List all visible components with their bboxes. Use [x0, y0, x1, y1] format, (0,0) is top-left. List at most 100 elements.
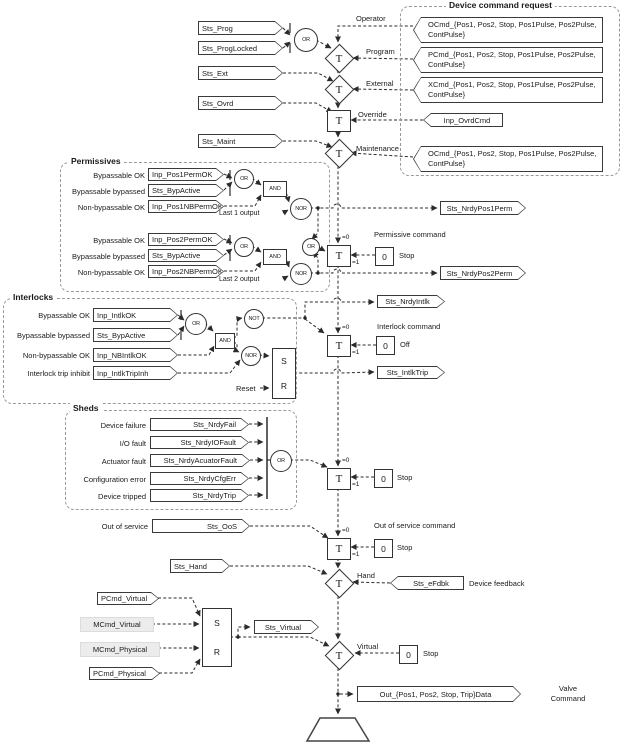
permissive-command-title: Permissive command [374, 230, 446, 239]
label: Sts_NrdyTrip [151, 490, 248, 501]
interlocks-group [3, 298, 297, 404]
intlk-bypassed-label: Bypassable bypassed [17, 331, 90, 340]
label: Inp_Pos1NBPermOK [149, 201, 223, 212]
label: Sts_NrdyIOFault [151, 437, 248, 448]
label: Inp_Pos2PermOK [149, 234, 223, 245]
label: Inp_NBIntlkOK [94, 349, 177, 361]
sts-virtual-output: Sts_Virtual [254, 620, 319, 634]
sts-nrdycfgerr-input: Sts_NrdyCfgErr [150, 472, 249, 485]
program-label: Program [366, 47, 395, 56]
label: Inp_Pos1PermOK [149, 169, 223, 180]
device-feedback-label: Device feedback [469, 579, 525, 588]
s-label: S [281, 356, 287, 367]
permissive-stop-label: Stop [399, 251, 415, 260]
inp-nbintlkok-input: Inp_NBIntlkOK [93, 348, 178, 362]
label: PCmd_Physical [90, 668, 159, 679]
hand-label: Hand [357, 571, 375, 580]
ocmd-operator-input: OCmd_{Pos1, Pos2, Stop, Pos1Pulse, Pos2P… [413, 17, 603, 43]
inp-pos2nbpermok-input: Inp_Pos2NBPermOK [148, 265, 224, 278]
actuator-fault-label: Actuator fault [101, 457, 146, 466]
or-gate-perm1: OR [234, 169, 254, 189]
device-command-request-title: Device command request [446, 0, 555, 10]
bypassed-label-2: Bypassable bypassed [72, 252, 145, 261]
inp-pos2permok-input: Inp_Pos2PermOK [148, 233, 224, 246]
oos-eq0-label: =0 [342, 527, 350, 534]
label: Sts_NrdyIntlk [378, 296, 444, 307]
sts-efdbk-input: Sts_eFdbk [390, 576, 464, 590]
s-label: S [214, 618, 220, 629]
join-bars [180, 23, 291, 499]
sts-nrdypos1perm-output: Sts_NrdyPos1Perm [440, 201, 526, 215]
reset-label: Reset [236, 384, 256, 393]
sts-bypactive-input-2: Sts_BypActive [148, 249, 224, 262]
label: Sts_NrdyFail [151, 419, 248, 430]
permissive-t-box: T [327, 245, 351, 267]
sts-nrdypos2perm-output: Sts_NrdyPos2Perm [440, 266, 526, 280]
nonbypassable-ok-label-2: Non-bypassable OK [77, 268, 145, 277]
label: Inp_OvrdCmd [424, 114, 502, 126]
interlock-off-label: Off [400, 340, 410, 349]
label: T [336, 577, 343, 590]
xcmd-external-input: XCmd_{Pos1, Pos2, Stop, Pos1Pulse, Pos2P… [413, 77, 603, 103]
oos-stop-label: Stop [397, 543, 413, 552]
junction-dots [236, 206, 340, 696]
label: Sts_NrdyPos1Perm [441, 202, 525, 214]
external-label: External [366, 79, 394, 88]
label: Inp_IntlkTripInh [94, 367, 177, 379]
interlock-command-title: Interlock command [377, 322, 441, 331]
label: Inp_Pos2NBPermOK [149, 266, 223, 277]
sts-bypactive-input-1: Sts_BypActive [148, 184, 224, 197]
label: Sts_BypActive [94, 329, 177, 341]
out-of-service-label: Out of service [101, 522, 148, 531]
perm-eq1-label: =1 [352, 259, 360, 266]
nor-gate-perm1: NOR [290, 198, 312, 220]
label: PCmd_Virtual [98, 593, 158, 604]
label: OCmd_{Pos1, Pos2, Stop, Pos1Pulse, Pos2P… [414, 147, 602, 171]
or-gate-perm-combine: OR [302, 238, 320, 256]
sts-nrdytrip-input: Sts_NrdyTrip [150, 489, 249, 502]
device-failure-label: Device failure [100, 421, 146, 430]
and-gate-intlk: AND [215, 333, 235, 349]
sheds-eq0-label: =0 [342, 457, 350, 464]
virtual-zero-box: 0 [399, 645, 418, 664]
label: PCmd_{Pos1, Pos2, Stop, Pos1Pulse, Pos2P… [414, 48, 602, 72]
and-gate-perm2: AND [263, 249, 287, 265]
label: Sts_NrdyCfgErr [151, 473, 248, 484]
interlocks-title: Interlocks [10, 292, 57, 302]
sts-proglocked-input: Sts_ProgLocked [198, 41, 283, 55]
sts-nrdyintlk-output: Sts_NrdyIntlk [377, 295, 445, 308]
sts-nrdyacuatorfault-input: Sts_NrdyAcuatorFault [150, 454, 250, 467]
inp-pos1nbpermok-input: Inp_Pos1NBPermOK [148, 200, 224, 213]
oos-zero-box: 0 [374, 539, 393, 558]
sts-prog-input: Sts_Prog [198, 21, 283, 35]
pcmd-program-input: PCmd_{Pos1, Pos2, Stop, Pos1Pulse, Pos2P… [413, 47, 603, 73]
valve-symbol [305, 717, 371, 742]
or-gate-prog: OR [294, 28, 318, 52]
override-selector-box: T [327, 110, 351, 132]
interlock-zero-box: 0 [376, 336, 395, 355]
out-data-output: Out_{Pos1, Pos2, Stop, Trip}Data [357, 686, 521, 702]
virtual-stop-label: Stop [423, 649, 439, 658]
or-gate-sheds: OR [270, 450, 292, 472]
label: T [336, 83, 343, 96]
label: Sts_Maint [199, 135, 282, 147]
label: Sts_Virtual [255, 621, 318, 633]
maintenance-label: Maintenance [356, 144, 399, 153]
pcmd-physical-input: PCmd_Physical [89, 667, 160, 680]
label: Sts_ProgLocked [199, 42, 282, 54]
not-gate-intlk: NOT [244, 309, 264, 329]
label: Sts_NrdyAcuatorFault [151, 455, 249, 466]
label: Sts_Ext [199, 67, 282, 79]
sts-nrdyiofault-input: Sts_NrdyIOFault [150, 436, 249, 449]
pcmd-virtual-input: PCmd_Virtual [97, 592, 159, 605]
sr-latch-intlk: S R [272, 348, 296, 399]
intlk-eq1-label: =1 [352, 349, 360, 356]
sts-nrdyfail-input: Sts_NrdyFail [150, 418, 249, 431]
configuration-error-label: Configuration error [83, 475, 146, 484]
r-label: R [213, 646, 221, 657]
sts-hand-input: Sts_Hand [170, 559, 230, 573]
inp-intlkok-input: Inp_IntlkOK [93, 308, 178, 322]
label: Sts_BypActive [149, 250, 223, 261]
bypassed-label: Bypassable bypassed [72, 187, 145, 196]
